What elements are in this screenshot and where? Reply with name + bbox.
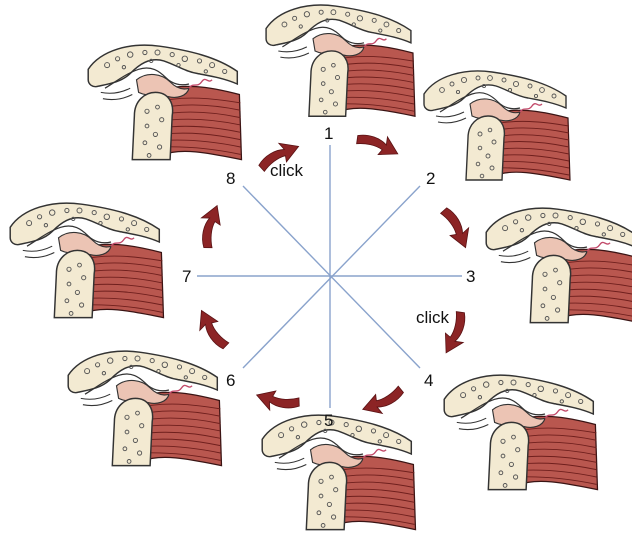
- panel-6: [68, 351, 221, 465]
- position-label-8: 8: [226, 169, 235, 188]
- click-annotation-top: click: [270, 161, 304, 180]
- curved-arrow-icon: [191, 306, 231, 354]
- panel-1: [266, 5, 415, 116]
- panel-7: [10, 203, 163, 317]
- position-label-6: 6: [226, 371, 235, 390]
- position-label-2: 2: [426, 169, 435, 188]
- position-label-7: 7: [182, 267, 191, 286]
- curved-arrow-icon: [359, 383, 407, 420]
- curved-arrow-icon: [438, 203, 476, 251]
- curved-arrow-icon: [254, 387, 301, 416]
- panel-5: [262, 415, 415, 529]
- position-label-4: 4: [424, 371, 433, 390]
- panel-3: [486, 208, 632, 322]
- position-label-3: 3: [466, 267, 475, 286]
- panel-8: [88, 45, 241, 159]
- curved-arrow-icon: [194, 202, 225, 250]
- panel-4: [444, 375, 597, 489]
- position-label-5: 5: [324, 411, 333, 430]
- panel-2: [424, 71, 570, 180]
- click-annotation-right: click: [416, 308, 450, 327]
- spoke-lines: [197, 145, 462, 408]
- curved-arrow-icon: [354, 126, 402, 161]
- position-label-1: 1: [324, 124, 333, 143]
